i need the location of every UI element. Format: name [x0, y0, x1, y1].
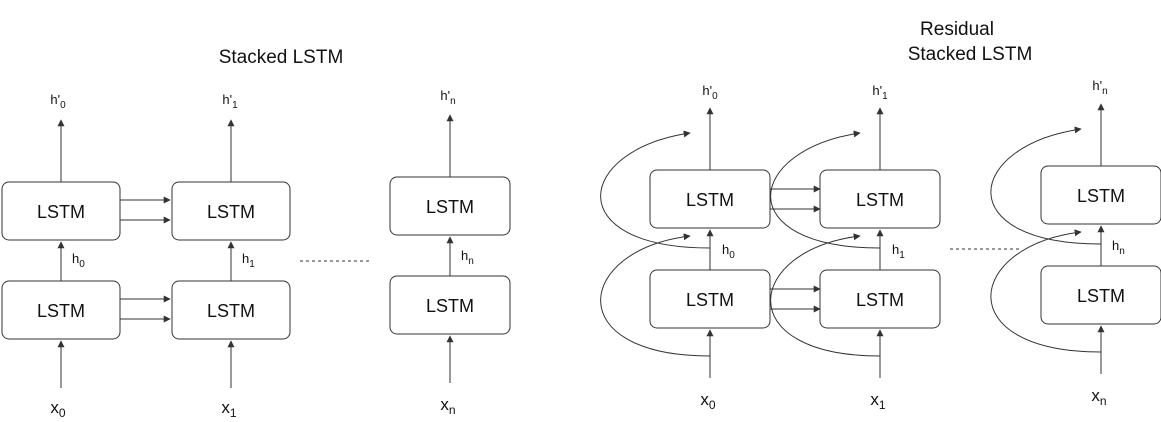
residual-skip-arrow — [770, 233, 881, 357]
lstm-cell-bottom-col1 — [819, 269, 941, 329]
lstm-cell-top-col0 — [1, 181, 121, 241]
stacked-lstm-panel: Stacked LSTM h'0 LSTM h0 LSTM x0 h'1 LST… — [1, 47, 511, 420]
hidden-label-col1: h1 — [242, 251, 255, 270]
lstm-cell-label: LSTM — [207, 202, 255, 222]
lstm-cell-label: LSTM — [856, 290, 904, 310]
lstm-cell-top-col1 — [171, 181, 291, 241]
lstm-cell-top-coln — [389, 176, 511, 236]
output-label-col1: h'1 — [222, 92, 238, 111]
stacked-lstm-title: Stacked LSTM — [219, 47, 344, 68]
input-label-col1: x1 — [221, 398, 237, 420]
lstm-cell-bottom-col0 — [1, 280, 121, 340]
hidden-label-coln: hn — [461, 248, 474, 267]
lstm-cell-label: LSTM — [856, 190, 904, 210]
lstm-cell-top-coln — [1040, 165, 1161, 225]
output-label-col0: h'0 — [50, 92, 66, 111]
lstm-cell-bottom-coln — [389, 275, 511, 335]
lstm-cell-bottom-col0 — [649, 269, 771, 329]
lstm-cell-label: LSTM — [1077, 286, 1125, 306]
input-label-coln: xn — [1091, 386, 1106, 408]
hidden-label-col0: h0 — [722, 242, 735, 261]
lstm-cell-label: LSTM — [37, 301, 85, 321]
lstm-cell-label: LSTM — [37, 202, 85, 222]
residual-skip-arrow — [600, 233, 711, 357]
lstm-cell-label: LSTM — [686, 190, 734, 210]
lstm-cell-top-col1 — [819, 169, 941, 229]
hidden-label-coln: hn — [1112, 238, 1125, 257]
lstm-cell-label: LSTM — [426, 296, 474, 316]
lstm-cell-bottom-col1 — [171, 280, 291, 340]
input-label-col1: x1 — [870, 390, 886, 412]
hidden-label-col0: h0 — [72, 251, 85, 270]
output-label-col1: h'1 — [872, 83, 888, 102]
lstm-cell-label: LSTM — [1077, 186, 1125, 206]
lstm-cell-label: LSTM — [686, 290, 734, 310]
input-label-col0: x0 — [700, 390, 716, 412]
lstm-cell-top-col0 — [649, 169, 771, 229]
residual-title-line2: Stacked LSTM — [908, 44, 1033, 65]
hidden-label-col1: h1 — [892, 242, 905, 261]
input-label-col0: x0 — [50, 398, 66, 420]
residual-stacked-lstm-panel: Residual Stacked LSTM h'0 LSTM h0 LSTM x… — [600, 19, 1161, 412]
output-label-coln: h'n — [1092, 78, 1107, 97]
output-label-col0: h'0 — [702, 83, 718, 102]
residual-title-line1: Residual — [920, 19, 994, 40]
output-label-coln: h'n — [440, 88, 455, 107]
lstm-cell-label: LSTM — [426, 197, 474, 217]
input-label-coln: xn — [440, 395, 455, 417]
lstm-cell-label: LSTM — [207, 301, 255, 321]
lstm-cell-bottom-coln — [1040, 265, 1161, 325]
residual-skip-arrow — [990, 229, 1102, 353]
